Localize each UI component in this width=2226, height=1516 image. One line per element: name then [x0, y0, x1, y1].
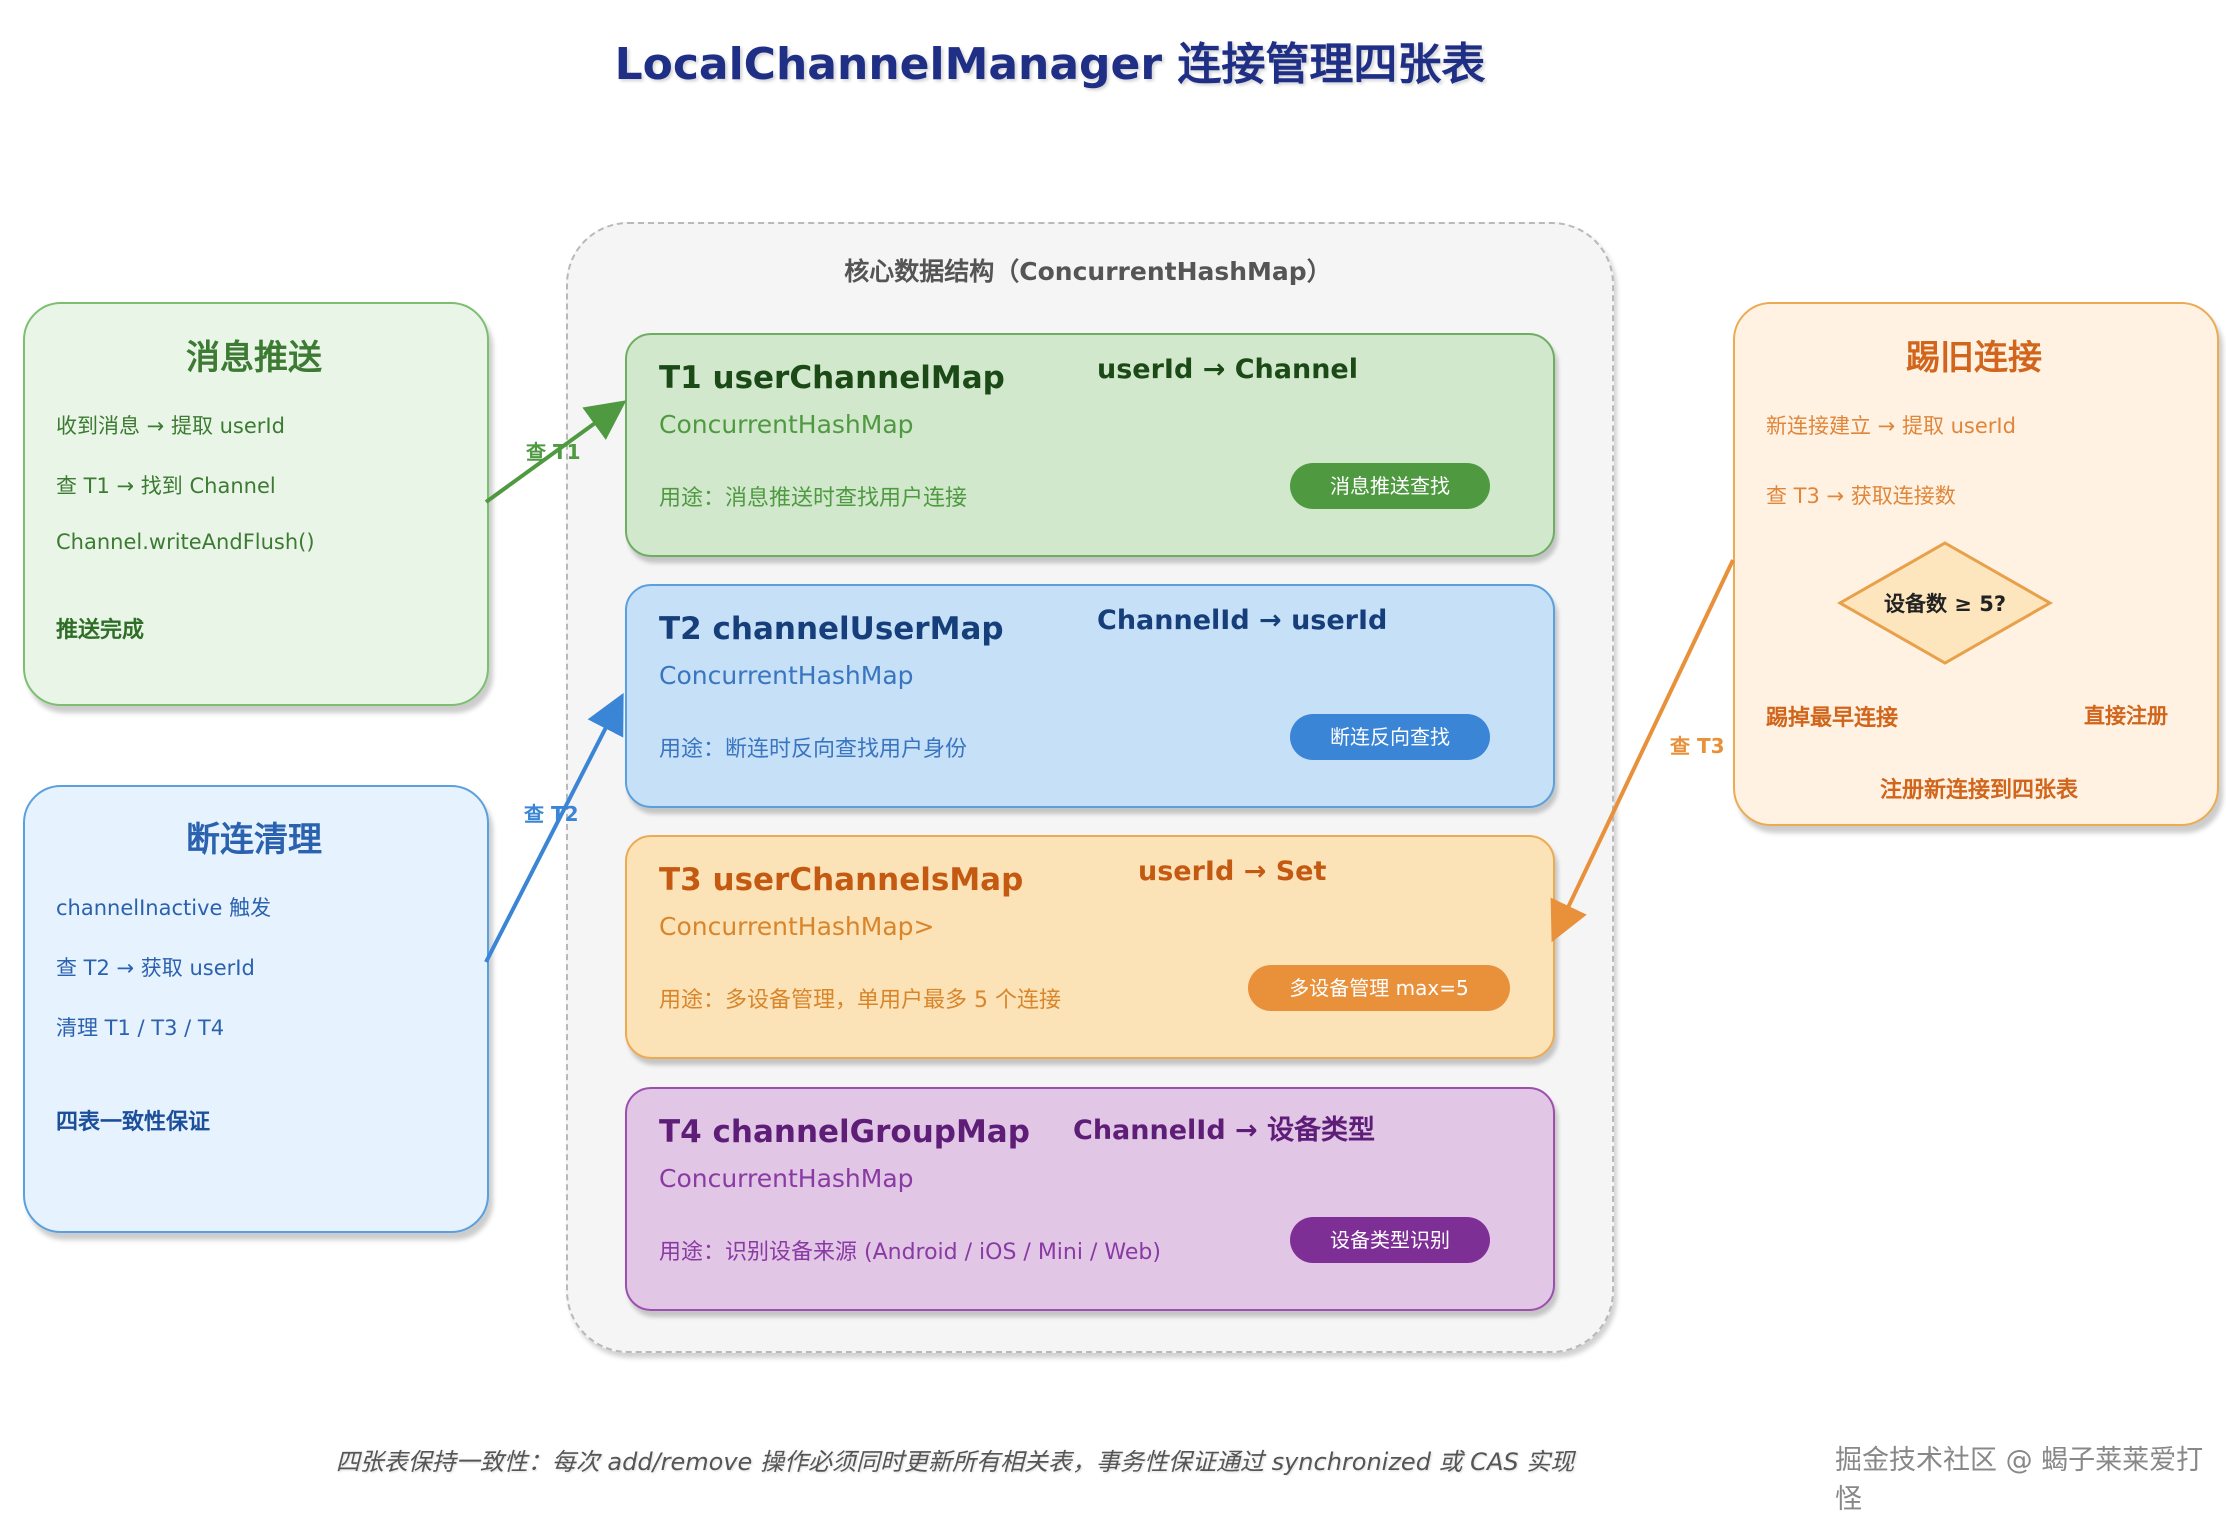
table-t3-type: ConcurrentHashMap> — [659, 912, 935, 941]
push-flow-box — [23, 302, 489, 706]
table-t2-card — [625, 584, 1555, 808]
clean-step-1: channelInactive 触发 — [56, 896, 272, 920]
table-t1-type: ConcurrentHashMap — [659, 410, 914, 439]
table-t1-name: T1 userChannelMap — [659, 360, 1005, 396]
clean-step-3: 清理 T1 / T3 / T4 — [56, 1016, 225, 1040]
push-step-2: 查 T1 → 找到 Channel — [56, 474, 276, 498]
table-t3-card — [625, 835, 1555, 1059]
table-t1-card — [625, 333, 1555, 557]
table-t4-mapping: ChannelId → 设备类型 — [1073, 1115, 1376, 1146]
table-t2-name: T2 channelUserMap — [659, 611, 1004, 647]
table-t3-name: T3 userChannelsMap — [659, 862, 1024, 898]
table-t3-usage: 用途：多设备管理，单用户最多 5 个连接 — [659, 988, 1061, 1013]
clean-arrow-label: 查 T2 — [524, 802, 579, 826]
kick-step-1: 新连接建立 → 提取 userId — [1766, 414, 2016, 438]
push-step-1: 收到消息 → 提取 userId — [56, 414, 285, 438]
kick-no-branch: 直接注册 — [2084, 704, 2168, 728]
kick-arrow-label: 查 T3 — [1670, 734, 1725, 758]
clean-step-2: 查 T2 → 获取 userId — [56, 956, 255, 980]
push-result: 推送完成 — [56, 618, 145, 643]
clean-result: 四表一致性保证 — [56, 1110, 211, 1135]
table-t4-tag-badge: 设备类型识别 — [1290, 1217, 1490, 1263]
footer-note: 四张表保持一致性：每次 add/remove 操作必须同时更新所有相关表，事务性… — [335, 1448, 1575, 1476]
kick-result: 注册新连接到四张表 — [1879, 778, 2078, 803]
kick-decision-diamond — [1836, 541, 2054, 665]
push-arrow-label: 查 T1 — [526, 440, 581, 464]
clean-flow-title: 断连清理 — [186, 820, 322, 860]
watermark: 掘金技术社区 @ 蝎子莱莱爱打怪 — [1835, 1445, 2204, 1515]
table-t4-usage: 用途：识别设备来源 (Android / iOS / Mini / Web) — [659, 1240, 1161, 1265]
clean-flow-box — [23, 785, 489, 1233]
table-t2-type: ConcurrentHashMap — [659, 661, 914, 690]
clean-to-t2-arrow — [484, 692, 624, 963]
push-to-t1-arrow — [484, 400, 627, 504]
table-t4-card — [625, 1087, 1555, 1311]
table-t2-usage: 用途：断连时反向查找用户身份 — [659, 737, 968, 762]
push-step-3: Channel.writeAndFlush() — [56, 530, 315, 554]
table-t4-name: T4 channelGroupMap — [659, 1114, 1030, 1150]
table-t3-mapping: userId → Set — [1138, 856, 1327, 887]
core-title: 核心数据结构（ConcurrentHashMap） — [844, 257, 1332, 286]
table-t1-usage: 用途：消息推送时查找用户连接 — [659, 486, 968, 511]
kick-to-t3-arrow — [1550, 559, 1735, 943]
table-t3-tag-badge: 多设备管理 max=5 — [1248, 965, 1510, 1011]
push-flow-title: 消息推送 — [186, 338, 322, 378]
kick-step-2: 查 T3 → 获取连接数 — [1766, 484, 1956, 508]
table-t1-mapping: userId → Channel — [1097, 354, 1358, 385]
table-t4-type: ConcurrentHashMap — [659, 1164, 914, 1193]
kick-yes-branch: 踢掉最早连接 — [1766, 706, 1899, 731]
page-title: LocalChannelManager 连接管理四张表 — [614, 39, 1486, 90]
table-t2-mapping: ChannelId → userId — [1097, 605, 1388, 636]
table-t2-tag-badge: 断连反向查找 — [1290, 714, 1490, 760]
kick-decision-label: 设备数 ≥ 5? — [1883, 592, 2006, 616]
table-t1-tag-badge: 消息推送查找 — [1290, 463, 1490, 509]
kick-flow-title: 踢旧连接 — [1906, 338, 2042, 378]
